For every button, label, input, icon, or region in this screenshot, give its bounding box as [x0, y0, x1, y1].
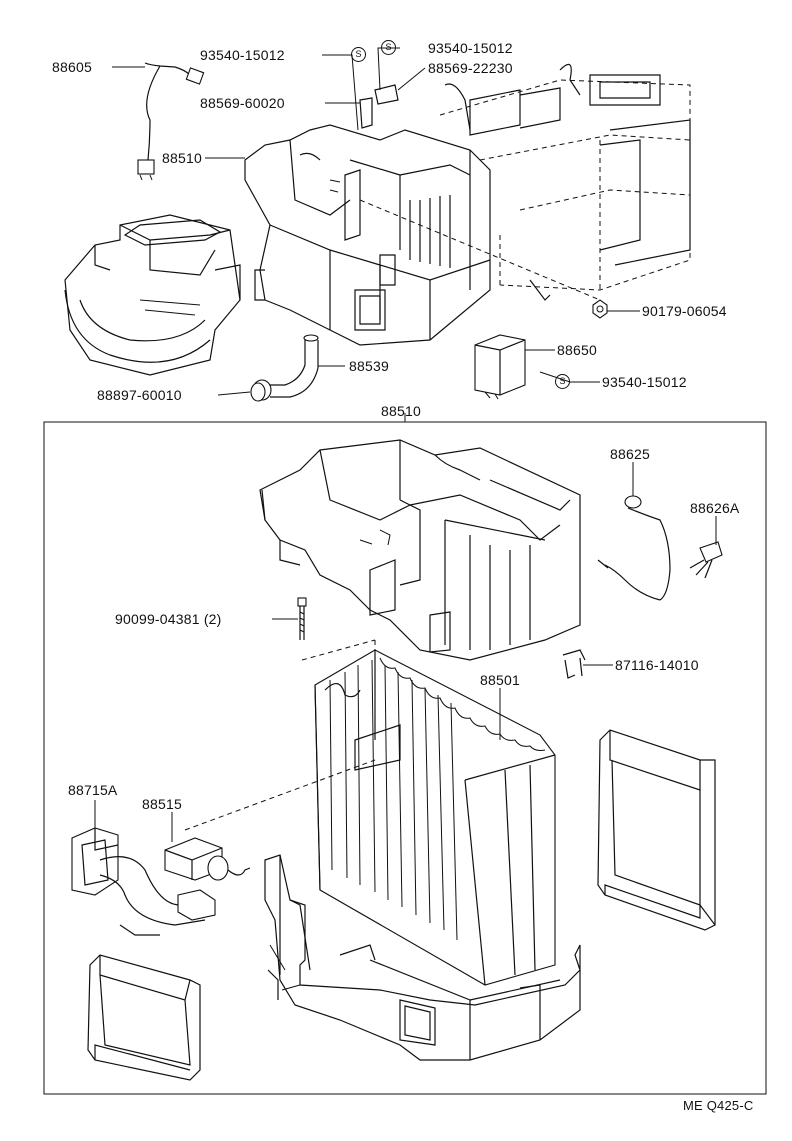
nut-90179-06054	[592, 299, 608, 319]
label-harness: 88605	[52, 59, 92, 75]
bracket-88569-22230	[374, 84, 399, 105]
label-expansion-valve: 88715A	[68, 782, 118, 798]
duct-housing	[359, 63, 691, 301]
screw-mark-b: S	[381, 40, 396, 55]
thermistor-88625	[597, 495, 671, 601]
label-evaporator: 88501	[480, 672, 520, 688]
expansion-valve-88715A	[71, 827, 216, 936]
label-valve-block: 88515	[142, 796, 182, 812]
label-clip: 87116-14010	[615, 657, 699, 673]
bolt-90099-04381	[297, 597, 307, 640]
drawing-code: ME Q425-C	[683, 1098, 754, 1113]
screw-mark-a: S	[351, 47, 366, 62]
label-bolt: 90099-04381 (2)	[115, 611, 222, 627]
seal-frame-lower-left	[87, 954, 201, 1081]
assembly-dashed-lines	[301, 639, 376, 700]
valve-block-88515	[164, 759, 376, 881]
label-thermistor: 88625	[610, 446, 650, 462]
label-screw-c: 93540-15012	[602, 374, 687, 390]
connector-88626A	[689, 541, 723, 579]
blower-housing	[64, 214, 241, 376]
assembly-frame	[43, 421, 767, 1095]
grommet-88897-60010	[250, 379, 272, 402]
label-bracket-b: 88569-60020	[200, 95, 285, 111]
clip-87116-14010	[562, 649, 586, 679]
seal-frame-right	[597, 729, 716, 931]
screw-mark-c: S	[555, 374, 570, 389]
evaporator-core-88501	[314, 649, 556, 986]
label-connector: 88626A	[690, 500, 740, 516]
label-box-title: 88510	[381, 403, 421, 419]
evaporator-case-upper	[259, 439, 581, 661]
label-nut: 90179-06054	[642, 303, 727, 319]
harness-88605	[137, 62, 205, 181]
label-screw-b: 93540-15012	[428, 40, 513, 56]
label-grommet: 88897-60010	[97, 387, 182, 403]
bracket-88569-60020	[359, 97, 373, 129]
label-screw-a: 93540-15012	[200, 47, 285, 63]
label-amplifier: 88650	[557, 342, 597, 358]
drain-hose-88539	[265, 334, 319, 398]
evaporator-unit-upper	[244, 124, 491, 346]
leader-lines-lower	[94, 462, 717, 842]
label-evap-unit-top: 88510	[162, 150, 202, 166]
amplifier-88650	[474, 334, 526, 400]
evaporator-case-lower	[264, 854, 581, 1061]
label-bracket-a: 88569-22230	[428, 60, 513, 76]
label-drain-hose: 88539	[349, 358, 389, 374]
